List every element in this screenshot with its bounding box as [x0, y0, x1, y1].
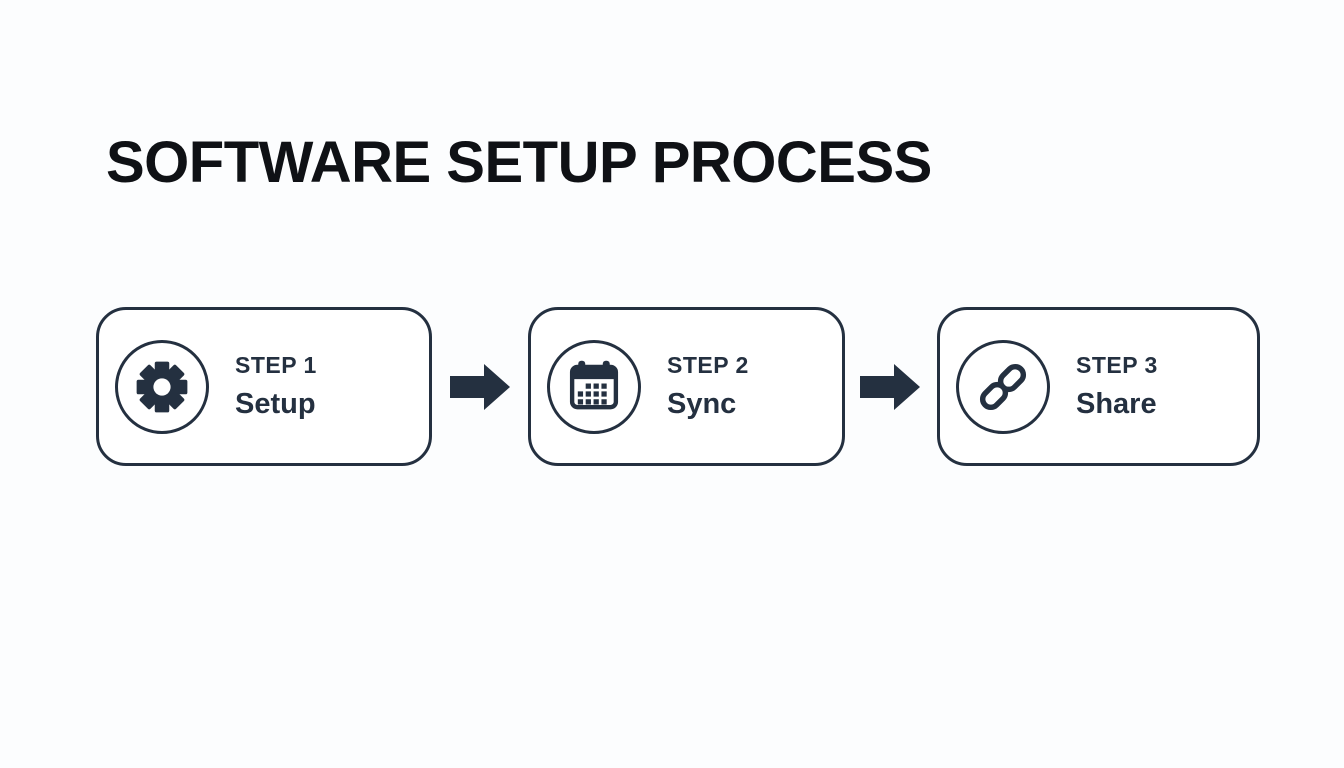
- step-card-share: STEP 3 Share: [937, 307, 1260, 466]
- step-label: STEP 3: [1076, 352, 1158, 378]
- step-text: STEP 3 Share: [1076, 352, 1158, 421]
- step-card-sync: STEP 2 Sync: [528, 307, 845, 466]
- step-name: Sync: [667, 388, 737, 420]
- step-text: STEP 1 Setup: [235, 352, 317, 421]
- step-text: STEP 2 Sync: [667, 352, 749, 421]
- step-label: STEP 1: [235, 352, 317, 378]
- arrow-right-icon: [450, 364, 510, 410]
- link-icon: [956, 339, 1050, 434]
- step-card-setup: STEP 1 Setup: [96, 307, 432, 466]
- calendar-icon: [547, 339, 641, 434]
- step-label: STEP 2: [667, 352, 749, 378]
- arrow-right-icon: [860, 364, 920, 410]
- step-name: Share: [1076, 388, 1157, 420]
- page-title: SOFTWARE SETUP PROCESS: [106, 130, 932, 195]
- gear-icon: [115, 339, 209, 434]
- step-name: Setup: [235, 388, 316, 420]
